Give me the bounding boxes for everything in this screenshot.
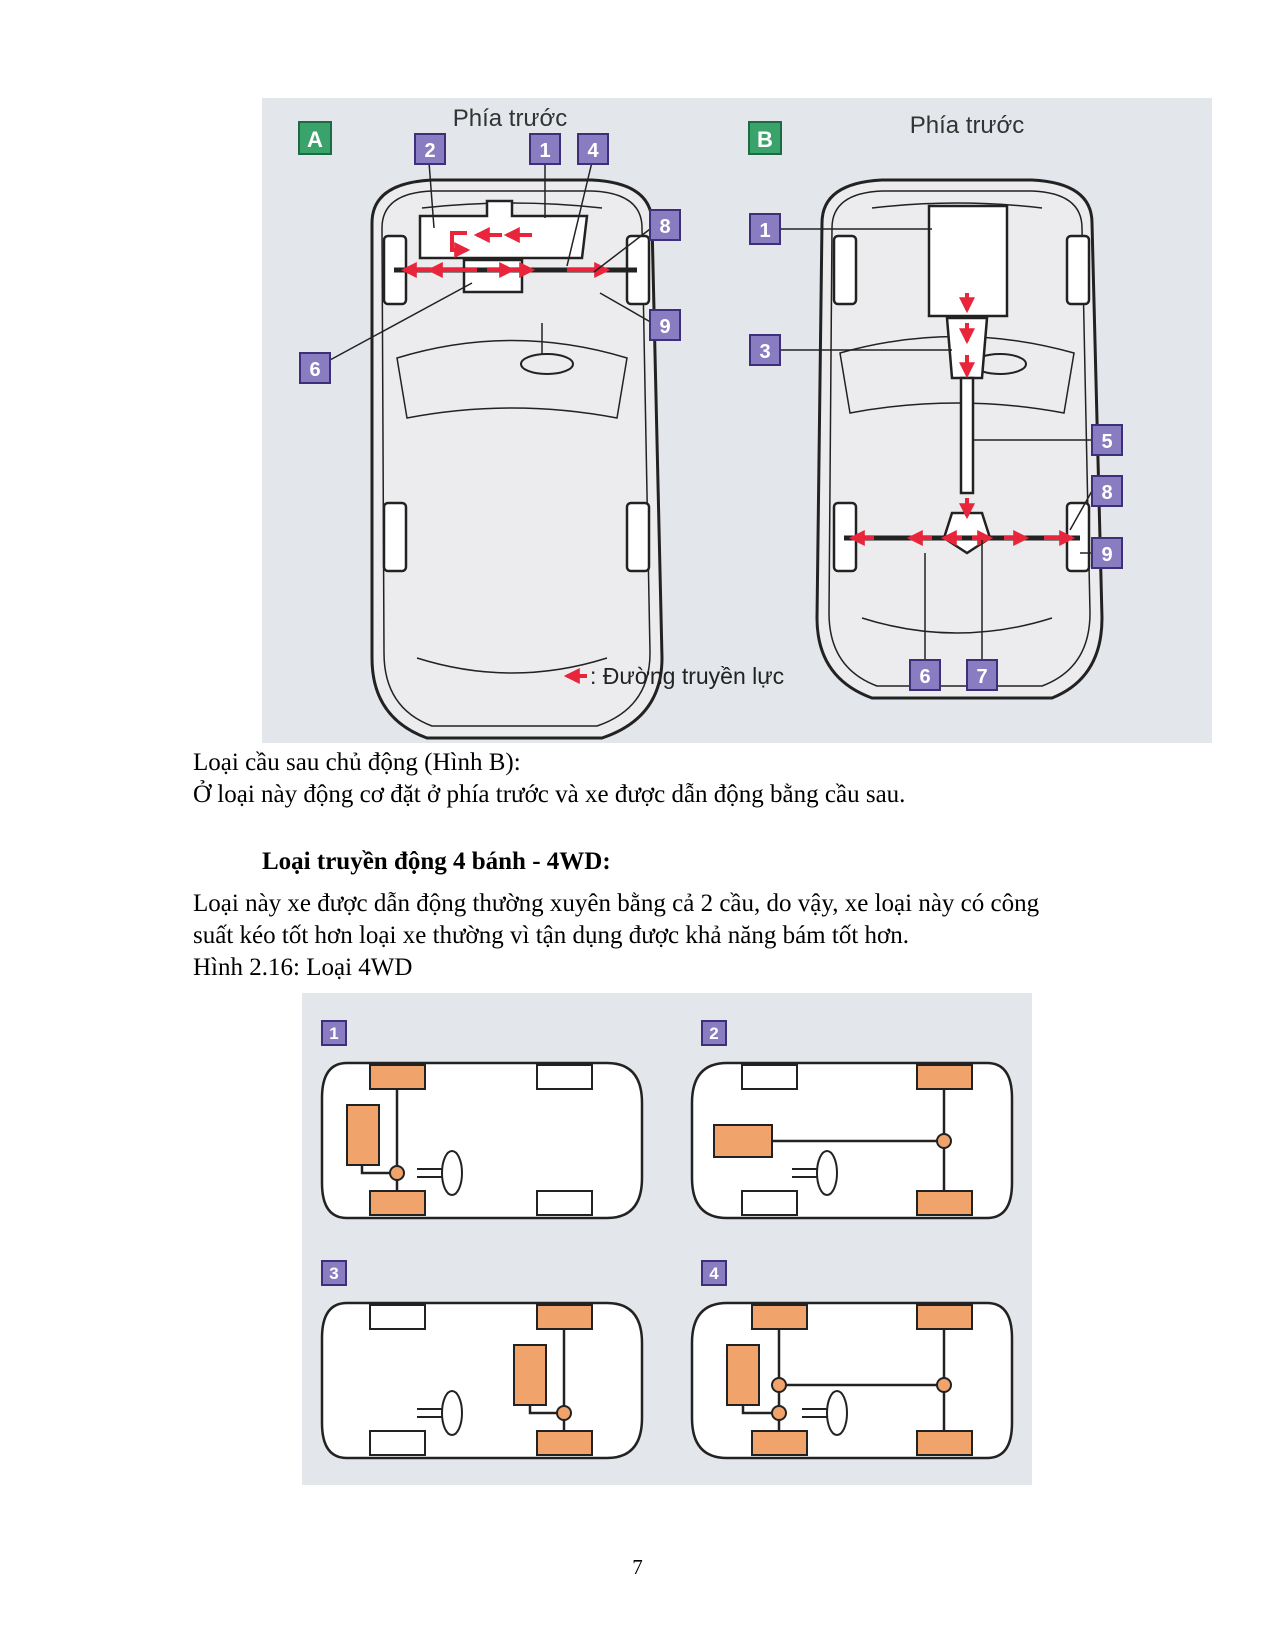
panel-a-front-label: Phía trước (453, 105, 568, 132)
steering-wheel-1-icon (441, 1150, 463, 1196)
car-b-outline (815, 178, 1104, 700)
drive-wheel-2a (916, 1064, 973, 1090)
drive-wheel-3b (536, 1430, 593, 1456)
svg-text:3: 3 (759, 341, 770, 363)
para1-line2: Ở loại này động cơ đặt ở phía trước và x… (193, 781, 906, 808)
panel-a-letter: A (307, 127, 323, 152)
label-a-6: 6 (299, 352, 331, 384)
drive-wheel-2b (916, 1190, 973, 1216)
drive-wheel-3a (536, 1304, 593, 1330)
svg-text:2: 2 (424, 140, 435, 162)
panel-1-badge: 1 (329, 1024, 338, 1043)
car-a-outline (370, 178, 664, 740)
label-b-1: 1 (749, 213, 781, 245)
panel-b: B Phía trước (748, 112, 1123, 700)
para1-line1: Loại cầu sau chủ động (Hình B): (193, 749, 521, 776)
idle-wheel-3a (369, 1304, 426, 1330)
label-a-9: 9 (649, 309, 681, 341)
wheel-rear-right (625, 501, 651, 573)
car-body-4 (690, 1301, 1014, 1460)
label-a-8: 8 (649, 209, 681, 241)
power-flow-a (400, 227, 611, 278)
steering-wheel-3-icon (441, 1390, 463, 1436)
svg-text:6: 6 (309, 359, 320, 381)
car-body-1 (320, 1061, 644, 1220)
label-b-6: 6 (909, 659, 941, 691)
power-flow-legend: : Đường truyền lực (563, 663, 784, 689)
drive-wheel-4a (751, 1304, 808, 1330)
svg-text:8: 8 (1101, 482, 1112, 504)
steering-wheel-4-icon (826, 1390, 848, 1436)
label-b-3: 3 (749, 334, 781, 366)
transmission-b (945, 316, 989, 380)
panel-a-badge (298, 121, 332, 155)
svg-text:4: 4 (587, 140, 599, 162)
panel-3-badge: 3 (329, 1264, 338, 1283)
panel-2-badge: 2 (709, 1024, 718, 1043)
svg-text:8: 8 (659, 216, 670, 238)
wheel-b-front-left (832, 234, 858, 306)
wheel-rear-left (382, 501, 408, 573)
svg-text:9: 9 (1101, 544, 1112, 566)
panel-a: A Phía trước (298, 105, 681, 740)
drive-wheel-4d (916, 1430, 973, 1456)
layout-panel-3: 3 (320, 1260, 644, 1460)
layout-panel-1: 1 (320, 1020, 644, 1220)
section-heading: Loại truyền động 4 bánh - 4WD: (262, 848, 611, 875)
layout-panel-2: 2 (690, 1020, 1014, 1220)
panel-b-front-label: Phía trước (910, 112, 1025, 139)
panel-b-letter: B (757, 127, 773, 152)
differential-a (462, 258, 524, 294)
power-flow-b (848, 293, 1076, 546)
panel-4-badge: 4 (709, 1264, 719, 1283)
idle-wheel-1b (536, 1190, 593, 1216)
4wd-layout-figure: 1 2 3 (302, 993, 1032, 1485)
figure-caption: Hình 2.16: Loại 4WD (193, 954, 413, 981)
panel-b-badge (748, 121, 782, 155)
svg-text:7: 7 (976, 666, 987, 688)
label-b-5: 5 (1091, 424, 1123, 456)
para2-line1: Loại này xe được dẫn động thường xuyên b… (193, 890, 1040, 917)
svg-text:5: 5 (1101, 431, 1112, 453)
propeller-shaft-b (959, 376, 975, 495)
engine-3 (513, 1344, 547, 1406)
idle-wheel-2a (741, 1064, 798, 1090)
label-b-7: 7 (966, 659, 998, 691)
svg-text:1: 1 (539, 140, 550, 162)
engine-2 (713, 1124, 773, 1158)
engine-4 (726, 1344, 760, 1406)
label-b-9: 9 (1091, 537, 1123, 569)
label-a-2: 2 (414, 133, 446, 165)
label-a-1: 1 (529, 133, 561, 165)
drive-wheel-1b (369, 1190, 426, 1216)
drive-wheel-1a (369, 1064, 426, 1090)
drive-wheel-4b (751, 1430, 808, 1456)
idle-wheel-1a (536, 1064, 593, 1090)
svg-text:1: 1 (759, 220, 770, 242)
idle-wheel-2b (741, 1190, 798, 1216)
legend-text: : Đường truyền lực (590, 663, 784, 689)
idle-wheel-3b (369, 1430, 426, 1456)
label-b-8: 8 (1091, 475, 1123, 507)
label-a-4: 4 (577, 133, 609, 165)
para2-line2: suất kéo tốt hơn loại xe thường vì tận d… (193, 922, 909, 949)
steering-wheel-2-icon (816, 1150, 838, 1196)
svg-text:6: 6 (919, 666, 930, 688)
drive-wheel-4c (916, 1304, 973, 1330)
page-number: 7 (632, 1555, 643, 1579)
engine-1 (346, 1104, 380, 1166)
layout-panel-4: 4 (690, 1260, 1014, 1460)
wheel-b-front-right (1065, 234, 1091, 306)
drivetrain-diagram-figure: A Phía trước (262, 98, 1212, 743)
svg-text:9: 9 (659, 316, 670, 338)
